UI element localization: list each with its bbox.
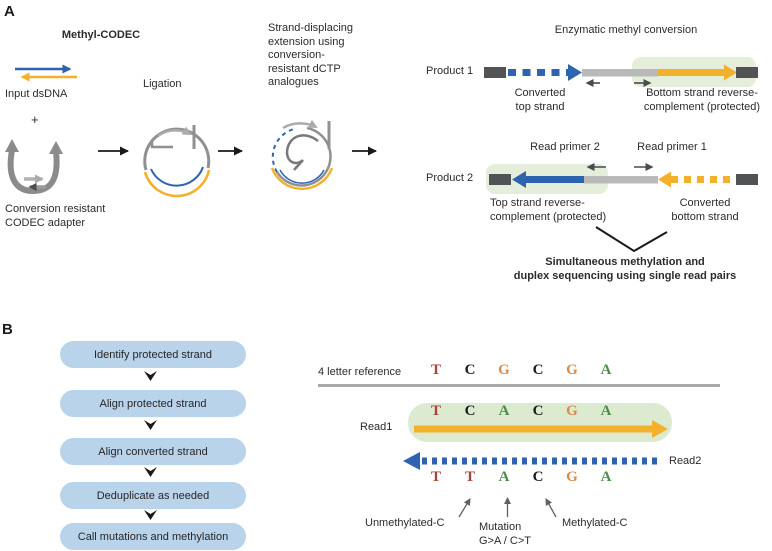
flow-chevron-1 [144,371,157,381]
product1-protected-highlight [632,57,756,87]
extension-label: Strand-displacing extension using conver… [268,22,353,88]
converted-top-strand-label: Converted top strand [514,87,566,113]
ref-base-6: A [600,362,612,378]
read1-base-3: A [498,403,510,419]
converted-bottom-strand-label: Converted bottom strand [671,197,739,223]
flow-chevron-2 [144,420,157,430]
ref-base-3: G [498,362,510,378]
ref-base-1: T [430,362,441,378]
flow-chevron-3 [144,467,157,477]
flow-step-align-protected: Align protected strand [60,390,246,417]
codec-adapter-shape [5,139,63,195]
read1-arrow [414,420,668,438]
flow-step-call-mutations: Call mutations and methylation [60,523,246,550]
read-primer-1-label: Read primer 1 [637,141,707,153]
read1-label: Read1 [360,421,393,433]
ligation-circle [143,125,211,198]
ref-base-4: C [532,362,544,378]
convergence-lines [595,226,668,253]
mutation-label: Mutation G>A / C>T [479,521,531,547]
conversion-title: Enzymatic methyl conversion [554,24,698,36]
read1-base-1: T [430,403,441,419]
product1-label: Product 1 [426,65,474,77]
product2-protected-highlight [486,164,608,194]
read2-base-2: T [464,469,475,485]
read2-base-4: C [532,469,544,485]
ligation-label: Ligation [143,78,182,90]
methylated-arrow [545,498,557,518]
read2-base-5: G [566,469,578,485]
flow-step-align-converted: Align converted strand [60,438,246,465]
read2-base-6: A [600,469,612,485]
flow-step-deduplicate: Deduplicate as needed [60,482,246,509]
read-primer-2-label: Read primer 2 [530,141,600,153]
ref-base-2: C [464,362,476,378]
reference-line [318,384,720,387]
flow-step-identify: Identify protected strand [60,341,246,368]
unmethylated-arrow [458,498,471,518]
ref-base-5: G [566,362,578,378]
read1-base-5: G [566,403,578,419]
unmethylated-label: Unmethylated-C [365,517,445,529]
product1-strand-diagram [484,64,758,87]
input-dsdna-arrows [15,64,77,82]
read1-base-6: A [600,403,612,419]
method-title: Methyl-CODEC [61,29,141,41]
extension-circle [270,119,334,191]
summary-text: Simultaneous methylation and duplex sequ… [513,256,737,282]
read2-label: Read2 [669,455,702,467]
read1-base-2: C [464,403,476,419]
top-strand-protected-label: Top strand reverse- complement (protecte… [490,197,607,223]
panel-b-label: B [2,321,13,338]
plus-sign: + [31,112,39,127]
product2-strand-diagram [489,163,758,188]
bottom-strand-protected-label: Bottom strand reverse- complement (prote… [643,87,761,113]
input-dsdna-label: Input dsDNA [5,88,68,100]
read2-base-1: T [430,469,441,485]
flow-chevron-4 [144,510,157,520]
reference-label: 4 letter reference [318,366,402,378]
product2-label: Product 2 [426,172,474,184]
adapter-label: Conversion resistant CODEC adapter [5,203,106,229]
read2-base-3: A [498,469,510,485]
methylated-label: Methylated-C [562,517,628,529]
panel-a-label: A [4,3,15,20]
read1-base-4: C [532,403,544,419]
